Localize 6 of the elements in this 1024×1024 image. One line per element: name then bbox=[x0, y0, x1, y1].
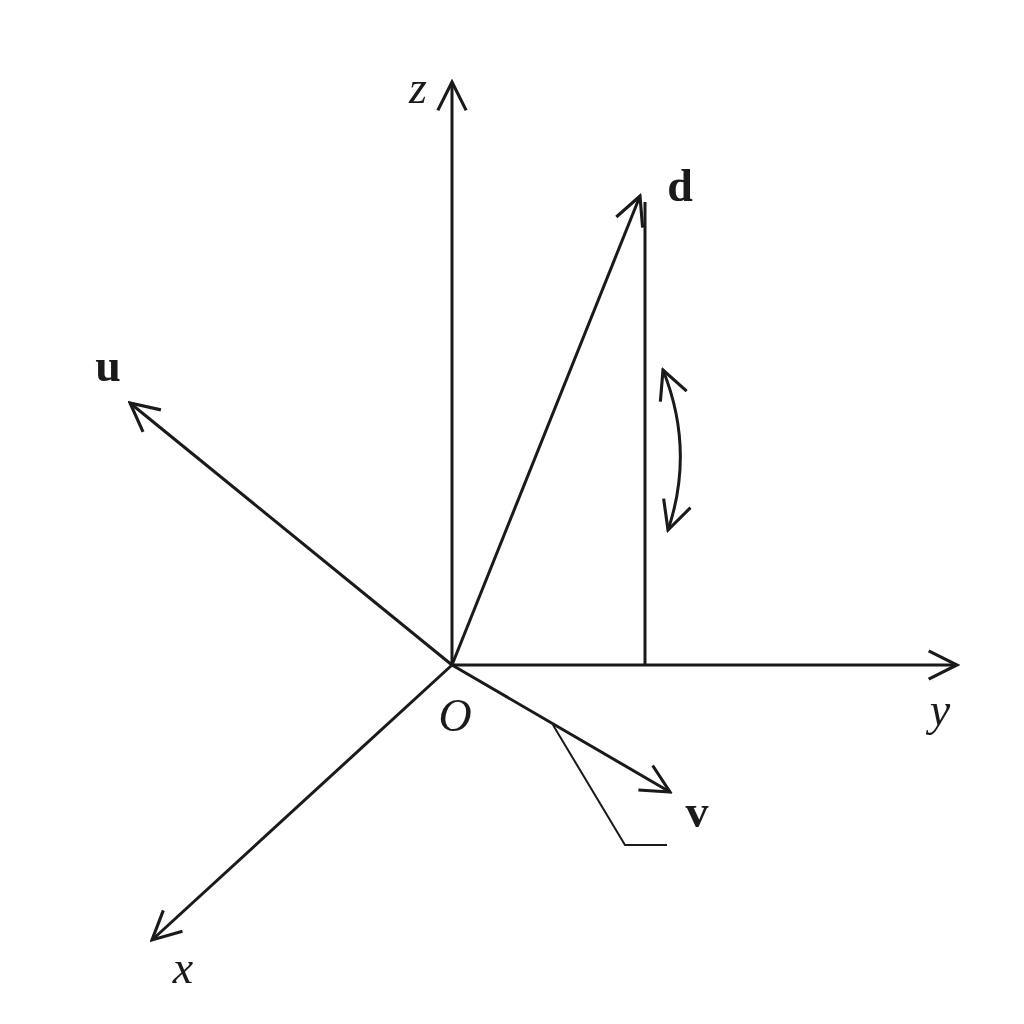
vector-label: v bbox=[685, 789, 709, 835]
vector-label: d bbox=[667, 163, 693, 209]
vector-label: u bbox=[95, 343, 121, 389]
axis-label: z bbox=[409, 65, 427, 111]
axis-label: x bbox=[172, 945, 194, 991]
origin-label: O bbox=[438, 693, 472, 739]
